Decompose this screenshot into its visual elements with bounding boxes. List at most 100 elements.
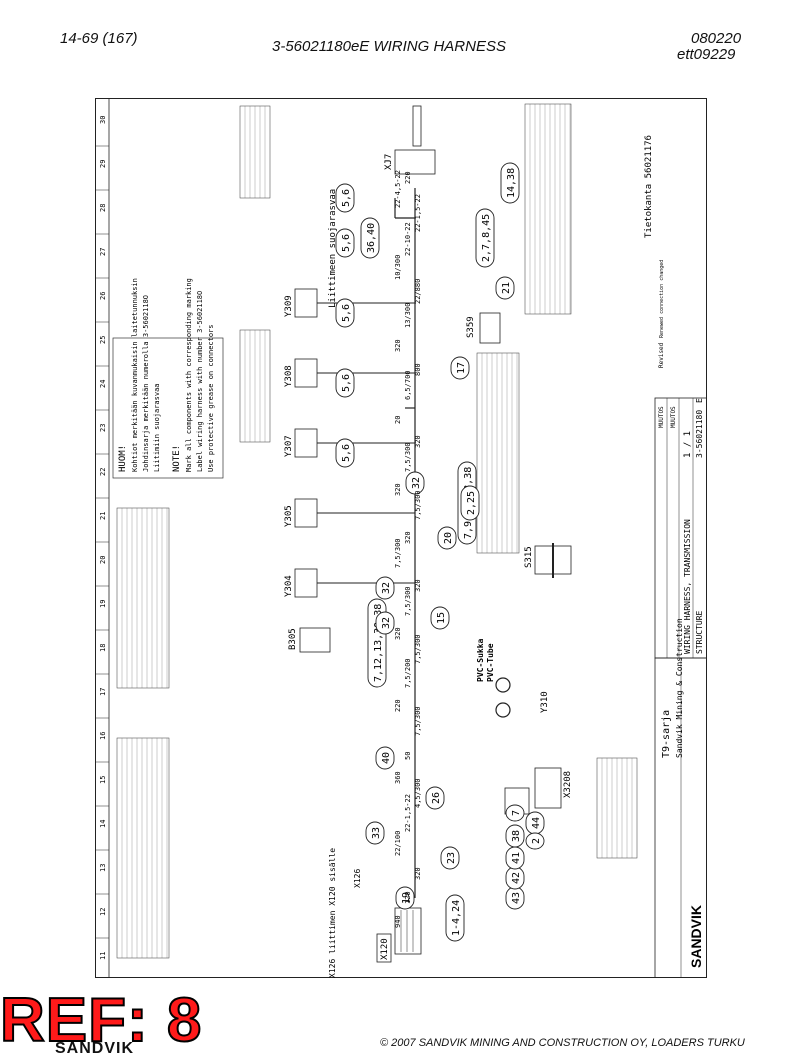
balloon-label: 42 — [511, 872, 522, 884]
title-block-name-1: WIRING HARNESS, TRANSMISSION — [683, 519, 692, 654]
title-block: MUUTOS Revised Renewed connection change… — [654, 260, 707, 978]
balloon — [450, 356, 470, 380]
notes-fi-line-3: Liitimiin suojarasvaa — [153, 383, 161, 472]
notes-fi-title: HUOM! — [118, 445, 128, 472]
length-label: 320 — [414, 435, 422, 448]
grid-col-label: 23 — [99, 424, 107, 432]
balloon-label: 43 — [511, 892, 522, 904]
balloon-label: 2 — [531, 838, 542, 844]
balloon — [437, 526, 457, 550]
balloon-label: 21 — [501, 282, 512, 294]
grid-col-label: 19 — [99, 600, 107, 608]
balloon — [500, 162, 520, 204]
length-label: 7,5/200 — [404, 658, 412, 688]
balloon — [475, 208, 495, 268]
grid-col-label: 14 — [99, 820, 107, 828]
length-label: 22-1,5-22 — [404, 794, 412, 832]
balloon — [375, 746, 395, 770]
title-block-name-2: STRUCTURE — [695, 610, 704, 654]
balloon — [425, 786, 445, 810]
grid-col-label: 11 — [99, 952, 107, 960]
grid-col-label: 13 — [99, 864, 107, 872]
wiring-diagram: 1112131415161718192021222324252627282930… — [95, 98, 707, 978]
length-label: 220 — [404, 171, 412, 184]
balloon-label: 33 — [371, 827, 382, 839]
s359-label: S359 — [466, 316, 476, 338]
length-label: 320 — [414, 579, 422, 592]
balloon — [405, 471, 425, 495]
page-ref: 14-69 (167) — [60, 30, 138, 47]
connector-y310: Y310 — [495, 677, 550, 718]
grid-col-label: 27 — [99, 248, 107, 256]
notes-fi-line-1: Kohtiot merkitään kuvanmukaisin laitetun… — [131, 278, 139, 472]
grid-col-label: 25 — [99, 336, 107, 344]
sandvik-logo: SANDVIK — [688, 905, 704, 968]
solenoid-label: Y305 — [284, 505, 294, 527]
balloon-label: 5,6 — [341, 304, 352, 322]
notes-en-title: NOTE! — [172, 445, 182, 472]
length-label: 22/880 — [414, 279, 422, 304]
copyright: © 2007 SANDVIK MINING AND CONSTRUCTION O… — [380, 1037, 745, 1049]
balloon — [335, 368, 355, 398]
wire-tables-top — [116, 103, 638, 959]
grid-col-label: 30 — [99, 116, 107, 124]
balloon — [335, 298, 355, 328]
balloon-label: 7 — [511, 810, 522, 816]
grid-col-label: 29 — [99, 160, 107, 168]
length-label: 320 — [394, 339, 402, 352]
balloon-label: 1-4,24 — [451, 900, 462, 936]
length-label: 220 — [394, 699, 402, 712]
length-label: 7,5/300 — [414, 490, 422, 520]
balloon — [375, 611, 395, 635]
balloon — [505, 824, 525, 848]
pvc-sukka-label: PVC-Sukka — [476, 638, 485, 682]
solenoid-body — [294, 568, 318, 598]
balloon — [505, 804, 525, 822]
balloon-label: 5,6 — [341, 444, 352, 462]
notes-en-line-3: Use protective grease on connectors — [207, 324, 215, 472]
solenoid-body — [294, 498, 318, 528]
grid-col-label: 26 — [99, 292, 107, 300]
title-block-sheet: 1 / 1 — [683, 431, 693, 458]
notes-en-line-2: Label wiring harness with number 3-56021… — [196, 291, 204, 472]
grid-col-label: 24 — [99, 380, 107, 388]
balloon-label: 7,12,13,30,38 — [373, 604, 384, 682]
length-label: 320 — [394, 483, 402, 496]
length-label: 22/100 — [394, 831, 402, 856]
balloon-label: 40 — [381, 752, 392, 764]
balloon-label: 5,6 — [341, 374, 352, 392]
connector-b305: B305 — [288, 627, 331, 653]
length-label: 20 — [394, 416, 402, 424]
balloon-label: 36,40 — [366, 223, 377, 253]
length-label: 50 — [404, 752, 412, 760]
notes-box: HUOM! Kohtiot merkitään kuvanmukaisin la… — [112, 278, 224, 479]
balloon — [365, 821, 385, 845]
connector-grease-label: Liittimeen suojarasvaa — [328, 189, 338, 308]
solenoid-label: Y308 — [284, 365, 294, 387]
balloon — [440, 846, 460, 870]
grid-col-label: 18 — [99, 644, 107, 652]
balloon-label: 23 — [446, 852, 457, 864]
balloon — [445, 894, 465, 942]
length-label: 22-1,5-22 — [414, 194, 422, 232]
grid-col-label: 12 — [99, 908, 107, 916]
code-bottom: ett09229 — [677, 46, 736, 63]
harness-trunk — [394, 188, 416, 898]
code-top: 080220 — [691, 30, 742, 47]
balloon-label: 32 — [381, 617, 392, 629]
connector-x120: X120 — [376, 907, 422, 963]
solenoid-body — [294, 428, 318, 458]
balloon-label: 5,6 — [341, 189, 352, 207]
length-label: 120 — [404, 891, 412, 904]
balloon-label: 38 — [511, 830, 522, 842]
y310-label: Y310 — [540, 691, 550, 713]
balloon-label: 20 — [443, 532, 454, 544]
revised-1: Revised — [658, 342, 665, 368]
balloon-label: 19 — [401, 892, 412, 904]
length-label: 940 — [394, 915, 402, 928]
grid-col-label: 28 — [99, 204, 107, 212]
balloon-label: 2,7,8,45 — [481, 214, 492, 262]
series-label: T9-sarja — [661, 710, 672, 758]
